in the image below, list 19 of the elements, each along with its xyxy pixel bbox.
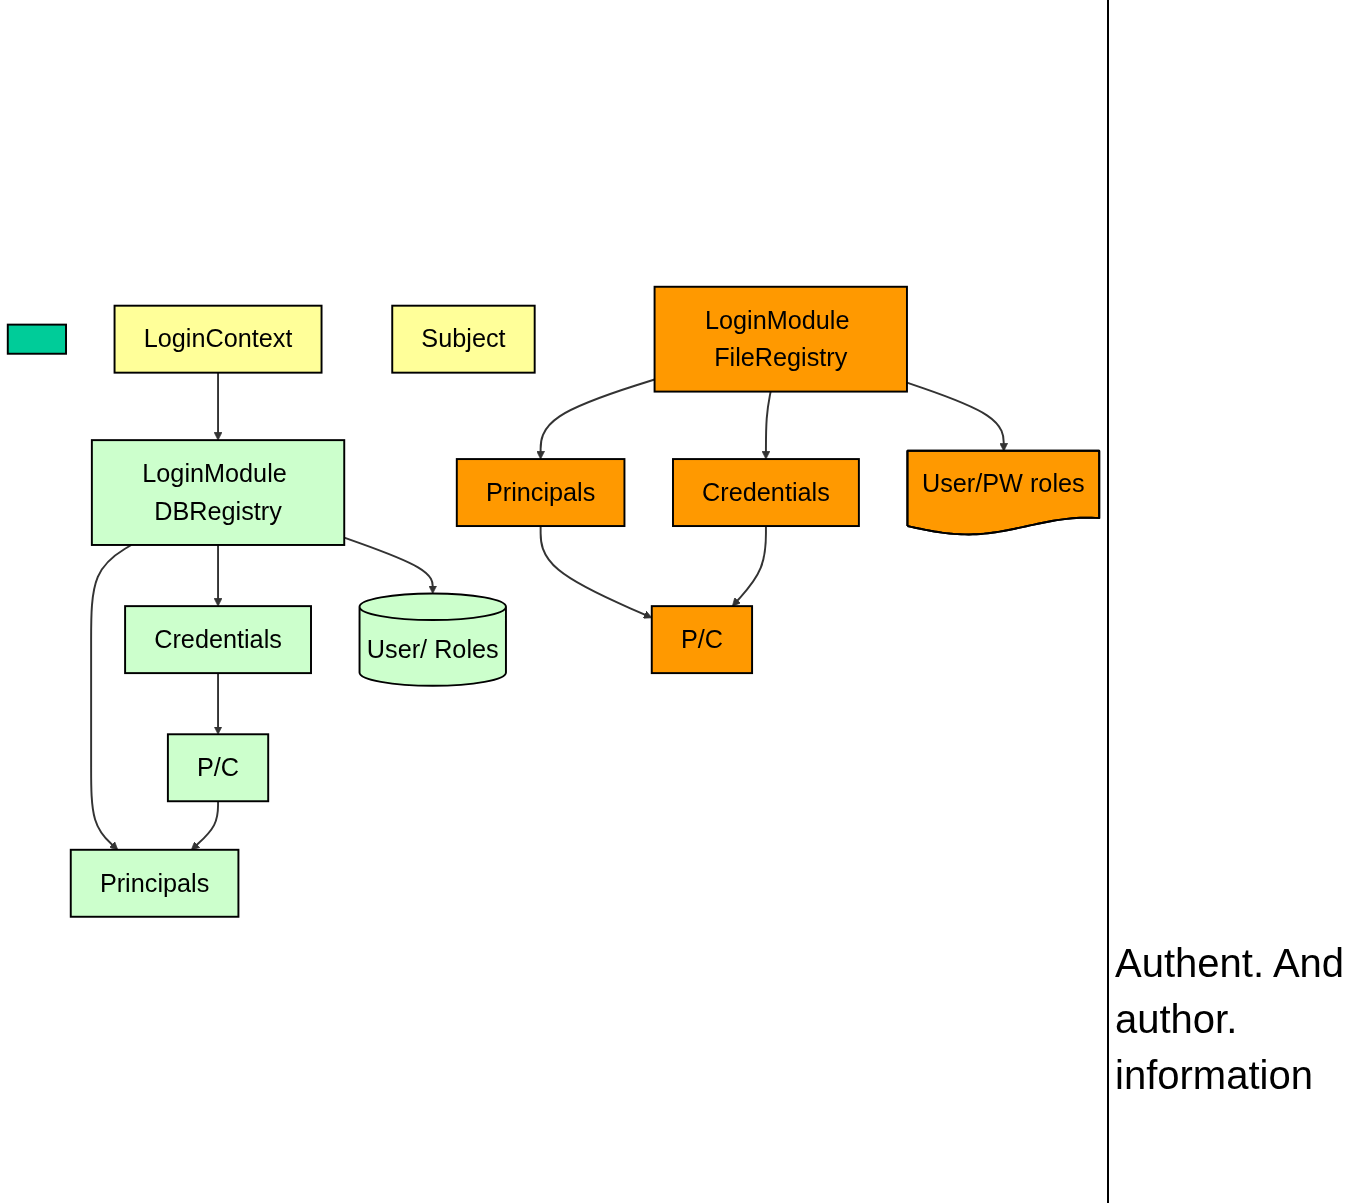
arrow [732, 524, 767, 607]
node-box: LoginContext [113, 304, 323, 374]
node-box: LoginModule FileRegistry [653, 285, 908, 393]
node-box: P/C [166, 733, 270, 802]
arrow [213, 543, 223, 607]
note-text: Authent. And author. information [1115, 940, 1346, 1099]
node-box: Subject [391, 304, 536, 374]
arrow [213, 671, 223, 735]
arrow [761, 390, 772, 460]
node-box: Credentials [672, 457, 860, 527]
node-box [6, 323, 67, 355]
node-box: Credentials [124, 604, 312, 674]
node-box: Principals [455, 457, 626, 527]
node-box: P/C [650, 604, 754, 674]
arrow [90, 543, 133, 850]
node-box: Principals [69, 848, 240, 918]
node-box: LoginModule DBRegistry [90, 438, 346, 546]
arrow [213, 371, 223, 441]
arrow [191, 800, 219, 850]
